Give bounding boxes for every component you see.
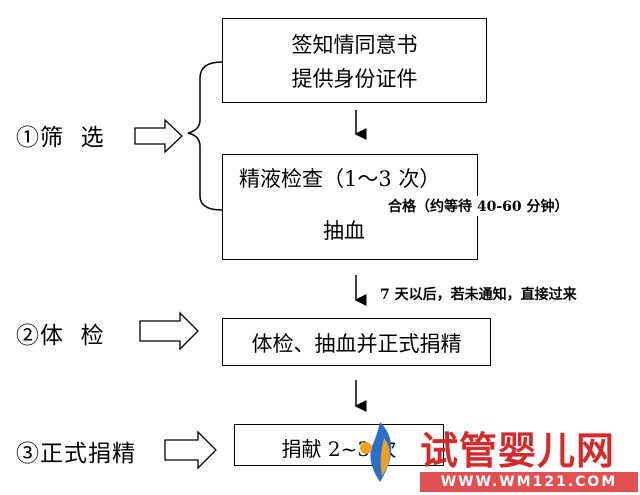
stage-screening-label: ①筛 选 [16, 125, 105, 151]
stage1-hollow-arrow [134, 118, 183, 154]
physical-exam-text: 体检、抽血并正式捐精 [251, 332, 462, 356]
watermark-logo-icon [360, 422, 392, 482]
watermark: 试管婴儿网 WWW.WM121.COM [350, 418, 640, 495]
seven-days-note: 7 天以后，若未通知，直接过来 [380, 287, 577, 303]
screening-brace [187, 61, 223, 211]
consent-line2: 提供身份证件 [291, 67, 418, 91]
physical-exam-box: 体检、抽血并正式捐精 [222, 318, 491, 366]
consent-line1: 签知情同意书 [291, 33, 418, 57]
stage3-hollow-arrow [164, 430, 217, 470]
stage2-hollow-arrow [139, 311, 199, 351]
qualified-note: 合格（约等待 40-60 分钟） [386, 196, 571, 216]
watermark-brand: 试管婴儿网 [420, 429, 616, 473]
blood-draw-text: 抽血 [323, 219, 365, 243]
stage-physical-label: ②体 检 [16, 323, 105, 349]
stage-donation-label: ③正式捐精 [16, 441, 136, 467]
semen-test-title: 精液检查（1～3 次） [239, 167, 441, 191]
consent-box: 签知情同意书 提供身份证件 [222, 18, 487, 103]
watermark-url: WWW.WM121.COM [420, 472, 638, 492]
